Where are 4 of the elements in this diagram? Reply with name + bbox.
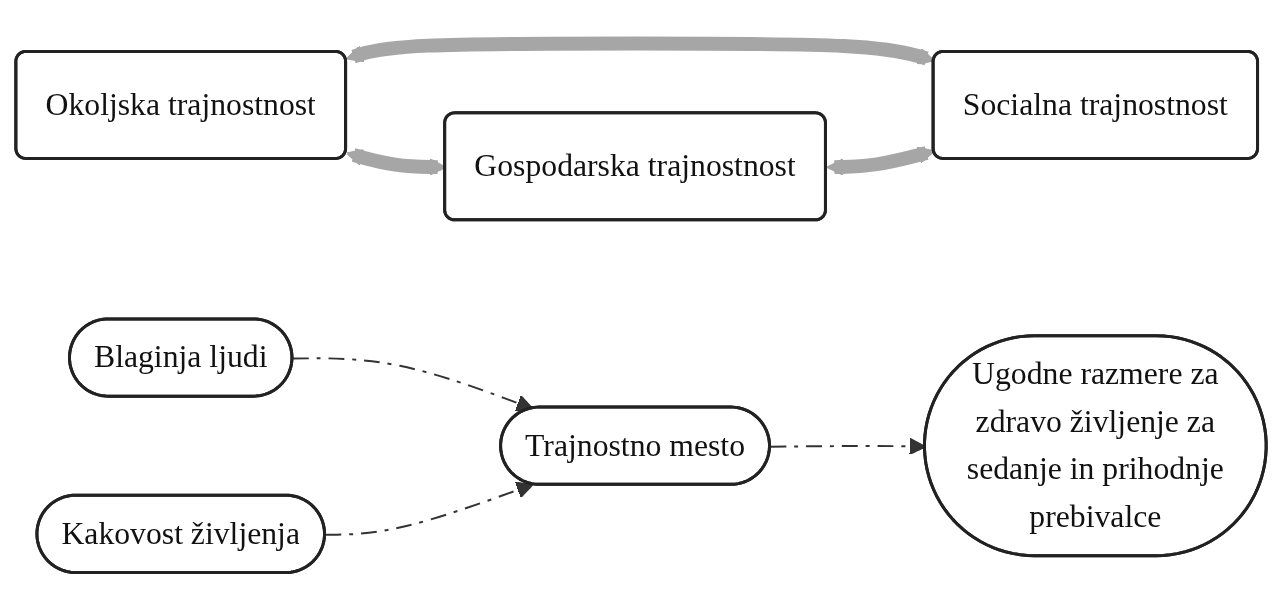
arrow <box>324 481 534 536</box>
arrow <box>826 146 935 176</box>
arrow <box>345 36 935 66</box>
arrow <box>291 357 534 412</box>
